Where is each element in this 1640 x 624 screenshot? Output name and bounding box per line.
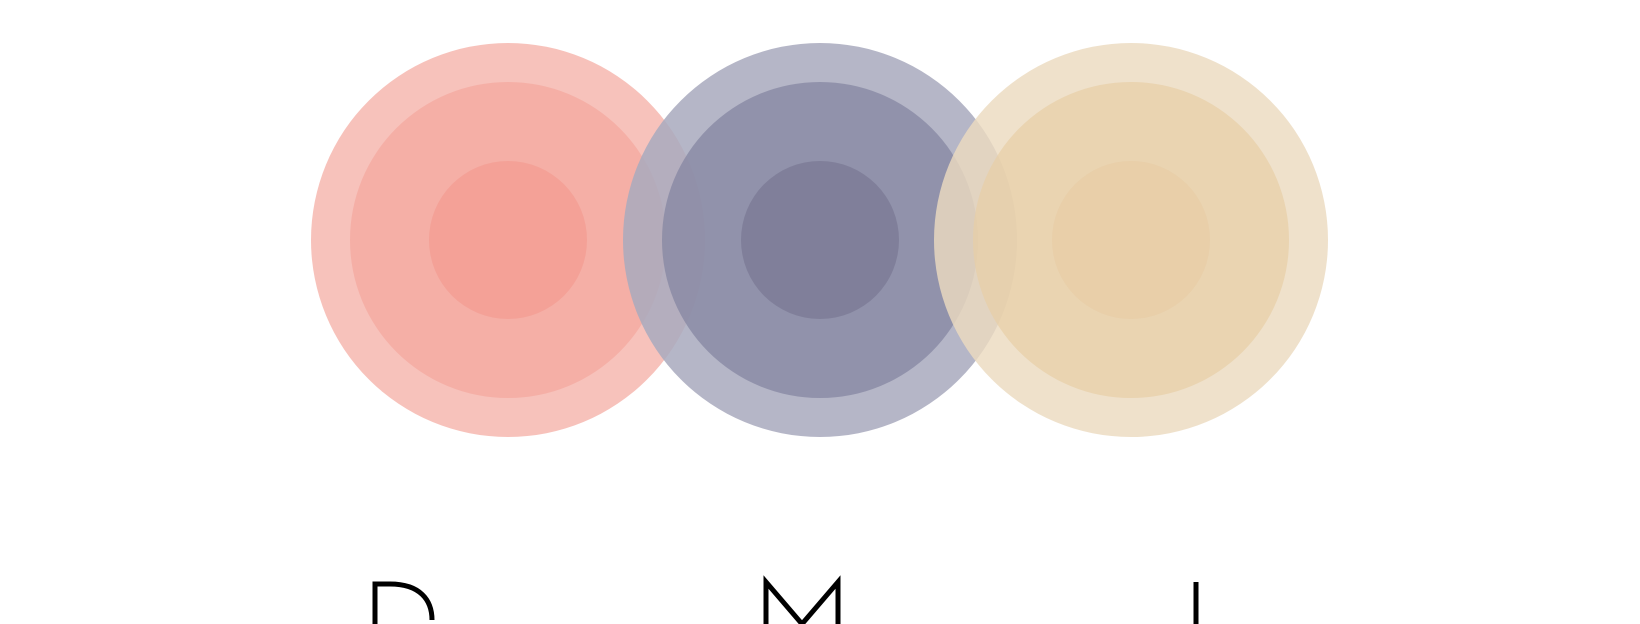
logo-letter-m bbox=[763, 575, 841, 624]
coral-inner-dot bbox=[429, 161, 587, 319]
circle-group-slate bbox=[623, 43, 1017, 437]
sand-inner-dot bbox=[1052, 161, 1210, 319]
circle-group-coral bbox=[311, 43, 705, 437]
logo-lettering bbox=[372, 575, 1199, 624]
slate-inner-dot bbox=[741, 161, 899, 319]
logo-letter-d bbox=[372, 581, 435, 624]
circle-group-sand bbox=[934, 43, 1328, 437]
